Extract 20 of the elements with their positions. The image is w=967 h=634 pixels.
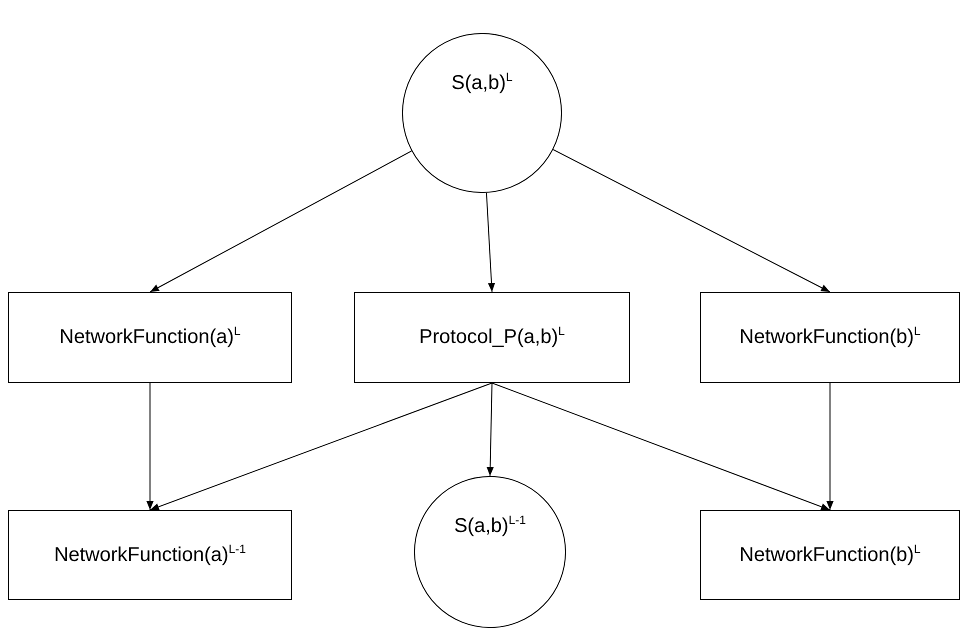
- function-box: [354, 292, 630, 383]
- node-label: NetworkFunction(a)$^{L}$: [59, 326, 241, 349]
- arrow: [826, 382, 834, 510]
- arrow: [150, 150, 412, 292]
- function-box: [700, 292, 960, 383]
- function-box: [700, 510, 960, 600]
- function-box: [8, 292, 292, 383]
- node-label: NetworkFunction(b)$^{L}$: [739, 326, 921, 349]
- node-label: NetworkFunction(b)$^{L}$: [739, 544, 921, 566]
- node-label: S(a,b)$^{L}$: [451, 72, 513, 95]
- arrow: [486, 382, 494, 476]
- function-box: [8, 510, 292, 600]
- arrow: [150, 382, 492, 510]
- arrow: [552, 149, 830, 292]
- node-label: NetworkFunction(a)$^{L-1}$: [54, 544, 246, 566]
- arrow: [492, 382, 830, 510]
- node-label: S(a,b)$^{L-1}$: [454, 515, 526, 538]
- node-label: Protocol_P(a,b)$^{L}$: [419, 326, 565, 349]
- arrow: [486, 192, 496, 292]
- arrow: [146, 382, 154, 510]
